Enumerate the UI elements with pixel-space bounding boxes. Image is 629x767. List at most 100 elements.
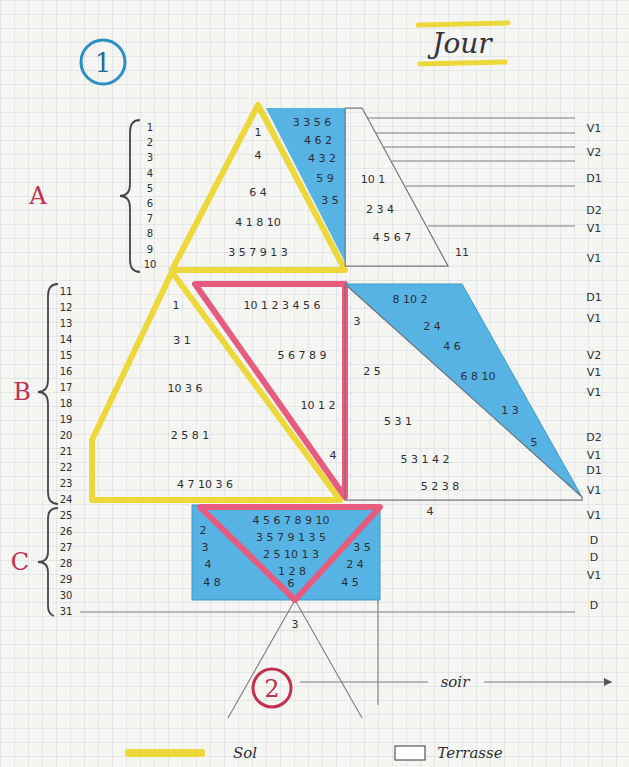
cell-number: 1 (255, 127, 262, 138)
terrace-triangle: 10 1 2 3 4 4 5 6 7 (343, 106, 450, 268)
cell-number: 1 3 (501, 405, 519, 416)
shape-outline (264, 106, 347, 264)
circle-outline (81, 40, 125, 84)
row-number: 28 (60, 559, 73, 569)
shape-outline (343, 282, 584, 502)
cell-number: 3 (292, 619, 299, 630)
column-code: V1 (587, 387, 602, 398)
pink-triangle: 4 5 6 7 8 9 103 5 7 9 1 3 52 5 10 1 31 2… (193, 500, 387, 607)
row-number: 21 (60, 447, 73, 457)
column-code: V1 (587, 123, 602, 134)
cell-number: 10 1 (361, 174, 386, 185)
cell-number: 4 5 6 7 8 9 10 (253, 515, 330, 526)
cell-number: 2 3 4 (366, 204, 394, 215)
column-code: V1 (587, 570, 602, 581)
circled-number: 1 (77, 36, 129, 88)
row-number: 18 (60, 399, 73, 409)
cell-number: 3 5 7 9 1 3 (228, 247, 287, 258)
cell-number: 4 8 (203, 577, 221, 588)
legend-swatch (125, 749, 205, 757)
cell-number: 3 3 5 6 (293, 117, 331, 128)
cell-number: 6 8 10 (461, 371, 496, 382)
cell-number: 5 9 (316, 173, 334, 184)
cell-number: 5 (531, 437, 538, 448)
cell-number: 8 10 2 (393, 294, 428, 305)
column-code: V1 (587, 313, 602, 324)
column-code: V2 (587, 147, 602, 158)
cell-number: 4 6 2 (304, 135, 332, 146)
row-number: 23 (60, 479, 73, 489)
shape-outline (188, 277, 352, 504)
region-outline (92, 272, 340, 500)
blue-triangle: 3 3 5 64 6 24 3 25 93 5 (264, 106, 347, 264)
row-number: 20 (60, 431, 73, 441)
row-number: 16 (60, 367, 73, 377)
row-number: 11 (60, 287, 73, 297)
cell-number: 11 (455, 247, 469, 258)
circle-number: 1 (95, 50, 112, 76)
circle-number: 2 (264, 677, 279, 701)
column-code: V1 (587, 510, 602, 521)
row-number: 26 (60, 527, 73, 537)
circled-number: 2 (249, 665, 295, 711)
row-number: 7 (147, 214, 153, 224)
cell-number: 4 (205, 559, 212, 570)
legend-label: Sol (233, 746, 257, 761)
column-code: V1 (587, 223, 602, 234)
region-outline (266, 108, 345, 262)
blue-rectangle: 2344 83 52 44 54 5 6 7 8 9 103 5 7 9 1 3… (190, 503, 382, 602)
row-number: 4 (147, 169, 153, 179)
cell-number: 4 5 6 7 (373, 232, 411, 243)
row-number: 5 (147, 184, 153, 194)
cell-number: 2 4 (346, 559, 364, 570)
legend-label: Terrasse (437, 746, 502, 761)
cell-number: 4 6 (443, 341, 461, 352)
cell-number: 3 (202, 542, 209, 553)
pink-triangle: 10 1 2 3 4 5 65 6 7 8 910 1 24 (188, 277, 352, 504)
cell-number: 5 6 7 8 9 (278, 350, 327, 361)
legend-sample-outline (395, 746, 425, 760)
region-outline (172, 105, 345, 270)
row-number: 27 (60, 543, 73, 553)
row-number: 31 (60, 607, 73, 617)
pencil-lines (80, 118, 612, 718)
section-letter: A (29, 184, 46, 208)
column-code: D2 (586, 205, 601, 216)
cell-number: 5 2 3 8 (421, 481, 459, 492)
row-number: 9 (147, 245, 153, 255)
cell-number: 4 (427, 506, 434, 517)
column-code: D (590, 600, 598, 611)
cell-number: 2 5 10 1 3 (263, 549, 319, 560)
cell-number: 3 5 (353, 542, 371, 553)
row-number: 1 (147, 123, 153, 133)
region-outline (195, 284, 345, 497)
region-outline (192, 505, 380, 600)
row-number: 8 (147, 229, 153, 239)
column-code: D (590, 552, 598, 563)
row-number: 14 (60, 335, 73, 345)
cell-number: 2 5 8 1 (171, 430, 209, 441)
row-number: 10 (144, 260, 157, 270)
cell-number: 1 (173, 300, 180, 311)
column-code: V1 (587, 485, 602, 496)
column-code: V2 (587, 350, 602, 361)
cell-number: 3 5 (321, 195, 339, 206)
cell-number: 5 3 1 4 2 (401, 454, 450, 465)
row-number: 2 (147, 138, 153, 148)
cell-number: 6 (288, 578, 295, 589)
cell-number: 4 1 8 10 (235, 217, 280, 228)
cell-number: 5 3 1 (384, 416, 412, 427)
section-letter: C (11, 550, 29, 574)
cell-number: 10 1 2 3 4 5 6 (244, 300, 321, 311)
column-code: V1 (587, 367, 602, 378)
cell-number: 2 4 (423, 321, 441, 332)
column-code: D2 (586, 432, 601, 443)
terrace-region: 32 55 3 15 3 1 4 25 2 3 8 (343, 282, 584, 502)
cell-number: 10 1 2 (301, 400, 336, 411)
column-code: V1 (587, 253, 602, 264)
cell-number: 2 (200, 525, 207, 536)
cell-number: 4 7 10 3 6 (177, 479, 233, 490)
